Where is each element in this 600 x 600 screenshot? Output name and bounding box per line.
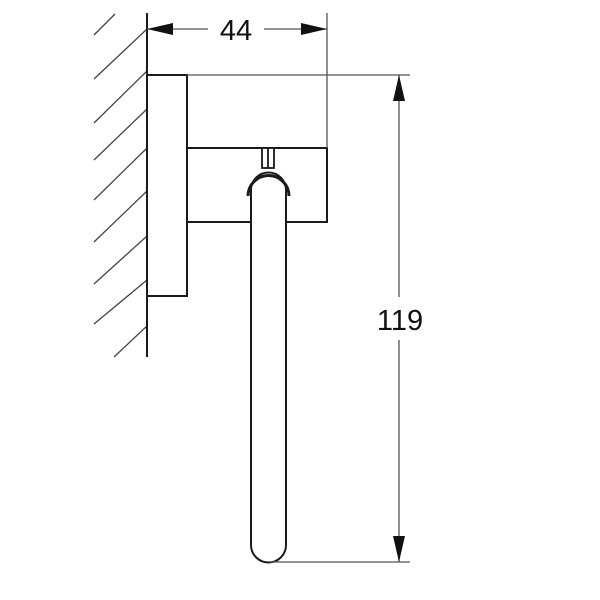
dimension-width-label: 44: [220, 15, 252, 47]
dimension-height: 119: [187, 74, 423, 563]
wall-hatch: [93, 13, 148, 358]
tube-arm: [250, 171, 287, 564]
tube-cap: [246, 174, 291, 197]
mounting-plate: [146, 74, 188, 297]
dimension-width: 44: [147, 13, 328, 148]
hook-neck: [261, 147, 275, 169]
dimension-height-label: 119: [377, 305, 423, 337]
